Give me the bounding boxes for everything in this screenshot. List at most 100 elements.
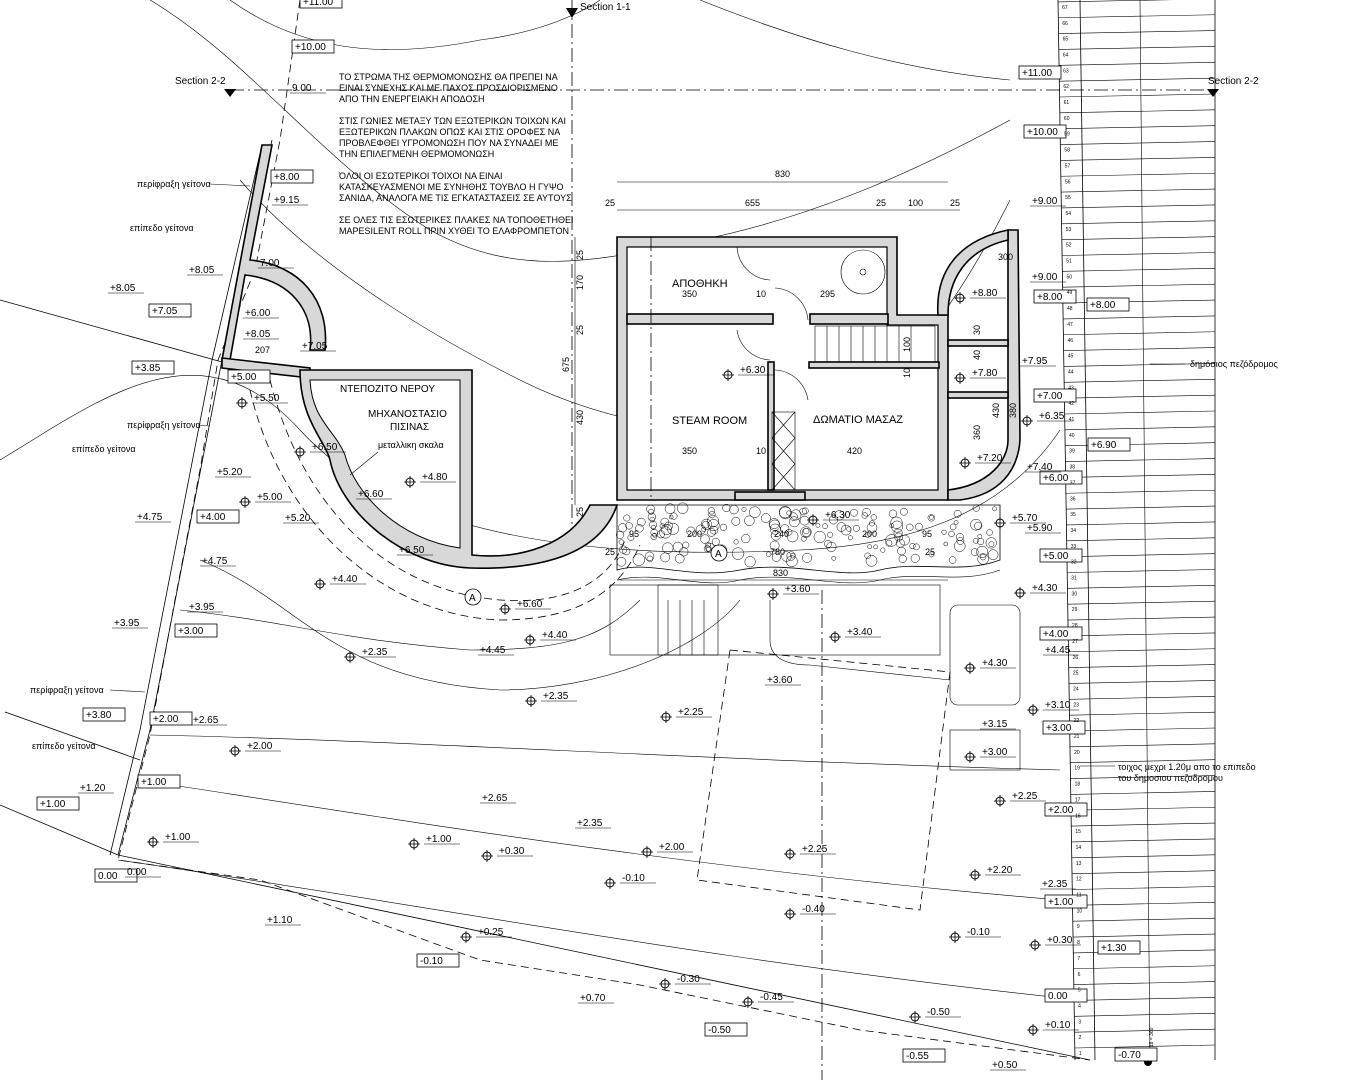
spot-level-value: +4.80 bbox=[422, 472, 448, 483]
dimension-label: 240 bbox=[774, 529, 789, 539]
spot-level: -0.30 bbox=[659, 974, 711, 990]
dimension-label: 25 bbox=[575, 507, 585, 517]
spot-level-value: -0.40 bbox=[802, 904, 825, 915]
dimension-label: 830 bbox=[773, 568, 788, 578]
spot-level: +1.00 bbox=[1044, 894, 1088, 909]
spot-level: +4.45 bbox=[1043, 645, 1079, 656]
level-box bbox=[270, 169, 314, 184]
level-box bbox=[1039, 548, 1083, 563]
spot-level-value: +3.95 bbox=[114, 618, 140, 629]
spot-level: +1.20 bbox=[78, 783, 114, 794]
step-number: 21 bbox=[1074, 734, 1080, 740]
spot-level: -0.10 bbox=[416, 953, 460, 968]
spot-level-value: +3.85 bbox=[135, 363, 161, 374]
step-number: 14 bbox=[1076, 845, 1082, 851]
spot-level: +2.00 bbox=[641, 842, 693, 858]
spot-level: +2.00 bbox=[1044, 802, 1088, 817]
step-number: 29 bbox=[1072, 607, 1078, 613]
dimension-label: 360 bbox=[972, 425, 982, 440]
spot-level: +7.95 bbox=[1020, 356, 1056, 367]
spot-level: +5.70 bbox=[994, 513, 1046, 529]
spot-level-value: +7.20 bbox=[977, 453, 1003, 464]
spot-level: 0.00 bbox=[1044, 988, 1088, 1003]
spot-level-value: +3.00 bbox=[982, 747, 1008, 758]
door-swing bbox=[774, 287, 809, 321]
level-box bbox=[196, 509, 240, 524]
spot-level: +7.80 bbox=[954, 368, 1006, 384]
spot-level: +2.65 bbox=[191, 715, 227, 726]
dimension-label: 100 bbox=[908, 198, 923, 208]
note-line: ΠΡΟΒΛΕΦΘΕΙ ΥΓΡΟΜΟΝΩΣΗ ΠΟΥ ΝΑ ΣΥΝΑΔΕΙ ΜΕ bbox=[339, 138, 558, 148]
spot-level: +5.00 bbox=[1039, 548, 1083, 563]
level-box bbox=[1097, 940, 1141, 955]
level-box bbox=[1033, 388, 1077, 403]
dimension-label: 350 bbox=[682, 289, 697, 299]
step-number: 17 bbox=[1075, 797, 1081, 803]
spot-level: +8.05 bbox=[243, 329, 279, 340]
public-walkway-label: δημόσιος πεζόδρομος bbox=[1190, 359, 1279, 369]
spot-level: +2.25 bbox=[660, 707, 712, 723]
dimension-label: 25 bbox=[605, 198, 615, 208]
note-line: ΣΑΝΙΔΑ, ΑΝΑΛΟΓΑ ΜΕ ΤΙΣ ΕΓΚΑΤΑΣΤΑΣΕΙΣ ΣΕ … bbox=[339, 193, 572, 203]
spot-level-value: +3.60 bbox=[767, 675, 793, 686]
level-box bbox=[137, 774, 181, 789]
spot-level: +8.00 bbox=[270, 169, 314, 184]
dimension-label: 430 bbox=[575, 410, 585, 425]
step-number: 2 bbox=[1079, 1035, 1082, 1041]
spot-level-value: +2.25 bbox=[678, 707, 704, 718]
spot-level-value: +6.50 bbox=[312, 442, 338, 453]
spot-level: 7.00 bbox=[258, 258, 294, 269]
spot-level: +3.60 bbox=[767, 584, 819, 600]
spot-level-value: +5.70 bbox=[1012, 513, 1038, 524]
spot-level-value: +4.75 bbox=[202, 556, 228, 567]
step-number: 39 bbox=[1069, 449, 1075, 455]
spot-level-value: +1.00 bbox=[40, 799, 66, 810]
dimension-label: 25 bbox=[575, 250, 585, 260]
step-number: 10 bbox=[1077, 908, 1083, 914]
spot-level: -0.45 bbox=[742, 992, 794, 1008]
spot-level: -0.70 bbox=[1114, 1047, 1158, 1062]
spot-level-value: +2.25 bbox=[802, 844, 828, 855]
section-arrow-icon bbox=[224, 89, 236, 97]
wall-height-note: του δημοσιου πεζοδρομου bbox=[1118, 773, 1223, 783]
spot-level: +6.90 bbox=[1087, 437, 1131, 452]
spot-level: +1.00 bbox=[147, 832, 199, 848]
spot-level-value: +2.00 bbox=[1048, 805, 1074, 816]
level-box bbox=[227, 369, 271, 384]
spot-level: -0.10 bbox=[949, 927, 1001, 943]
spot-level: +4.75 bbox=[135, 512, 171, 523]
spot-level: +4.75 bbox=[200, 556, 236, 567]
step-number: 34 bbox=[1071, 528, 1077, 534]
section-lines: Section 1-1 Section 2-2 Section 2-2 bbox=[175, 0, 1259, 1080]
step-number: 51 bbox=[1066, 259, 1072, 265]
spot-level-value: +3.40 bbox=[847, 627, 873, 638]
dimension-label: 380 bbox=[1008, 403, 1018, 418]
dimension-label: 420 bbox=[847, 446, 862, 456]
section-arrow-icon bbox=[566, 8, 578, 18]
spot-level: +1.00 bbox=[137, 774, 181, 789]
level-box bbox=[1039, 626, 1083, 641]
spot-level: +5.20 bbox=[215, 467, 251, 478]
neighbour-level-label: επίπεδο γείτονα bbox=[72, 444, 136, 454]
spot-level: +8.00 bbox=[1086, 297, 1130, 312]
spot-level: +6.60 bbox=[356, 489, 392, 500]
spot-level-value: +8.05 bbox=[110, 283, 136, 294]
spot-level: +0.70 bbox=[578, 993, 614, 1004]
dimension-label: 675 bbox=[561, 357, 571, 372]
wall-height-note: τοιχος μεχρι 1.20μ απο το επιπεδο bbox=[1118, 762, 1256, 772]
step-number: 44 bbox=[1068, 369, 1074, 375]
spot-level-value: 0.00 bbox=[1048, 991, 1068, 1002]
door-swing bbox=[774, 369, 809, 401]
spot-level-value: +8.05 bbox=[245, 329, 271, 340]
level-box bbox=[131, 360, 175, 375]
step-number: 33 bbox=[1071, 544, 1077, 550]
spot-level-value: +6.60 bbox=[358, 489, 384, 500]
note-line: ΤΗΝ ΕΠΙΛΕΓΜΕΝΗ ΘΕΡΜΟΜΟΝΩΣΗ bbox=[339, 149, 494, 159]
spot-level-value: +1.00 bbox=[141, 777, 167, 788]
spot-level-value: -0.10 bbox=[967, 927, 990, 938]
step-number: 19 bbox=[1074, 766, 1080, 772]
spot-level-value: +2.35 bbox=[1042, 879, 1068, 890]
step-number: 41 bbox=[1069, 417, 1075, 423]
level-box bbox=[1044, 802, 1088, 817]
